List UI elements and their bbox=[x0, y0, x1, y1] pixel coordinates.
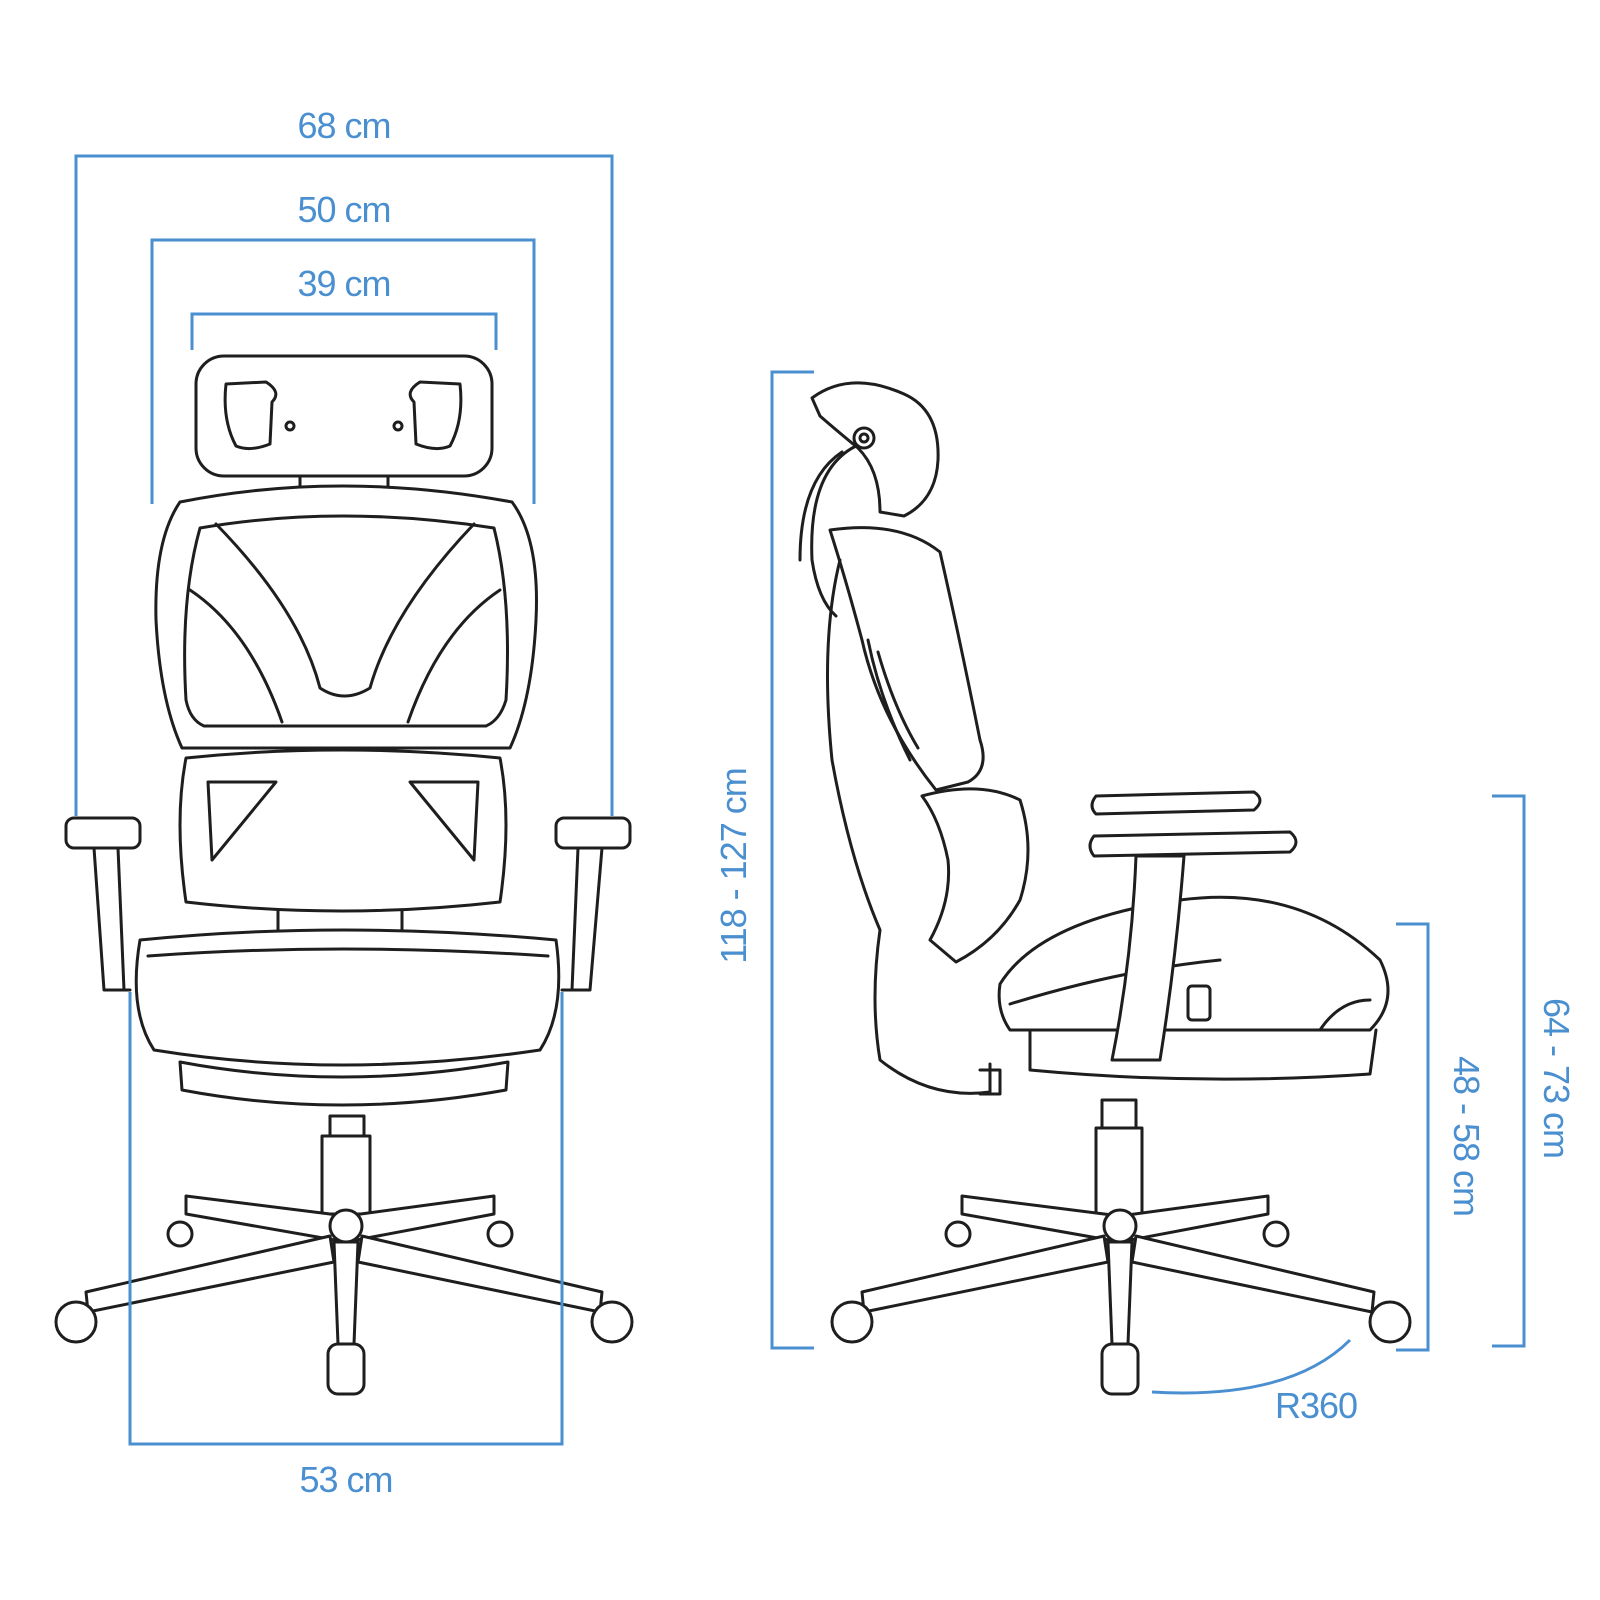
back-width-label: 50 cm bbox=[297, 189, 390, 230]
side-lumbar bbox=[920, 787, 1030, 964]
front-star-base bbox=[54, 1194, 634, 1396]
front-seat bbox=[134, 928, 561, 1107]
dimension-labels: 68 cm 50 cm 39 cm 53 cm 118 - 127 cm 48 … bbox=[297, 105, 1577, 1500]
armrest-height-label: 64 - 73 cm bbox=[1536, 998, 1577, 1158]
side-star-base bbox=[830, 1194, 1412, 1396]
front-headrest bbox=[194, 354, 494, 478]
swivel-label: R360 bbox=[1275, 1385, 1357, 1426]
side-armrest bbox=[1088, 790, 1298, 1062]
side-gas-lift bbox=[1094, 1098, 1144, 1218]
front-view-chair bbox=[54, 354, 634, 1396]
base-width-label: 53 cm bbox=[299, 1459, 392, 1500]
side-seat bbox=[978, 895, 1390, 1096]
front-right-armrest bbox=[554, 816, 632, 992]
side-view-chair bbox=[798, 381, 1412, 1396]
side-headrest bbox=[798, 381, 940, 618]
seat-height-label: 48 - 58 cm bbox=[1446, 1056, 1487, 1216]
overall-width-label: 68 cm bbox=[297, 105, 390, 146]
total-height-label: 118 - 127 cm bbox=[713, 768, 754, 963]
headrest-width-label: 39 cm bbox=[297, 263, 390, 304]
dimension-lines bbox=[74, 154, 1526, 1446]
front-gas-lift bbox=[320, 1114, 372, 1216]
front-lumbar bbox=[178, 748, 508, 913]
front-left-armrest bbox=[64, 816, 142, 992]
front-upper-backrest bbox=[154, 484, 538, 750]
side-backrest bbox=[826, 526, 992, 1095]
